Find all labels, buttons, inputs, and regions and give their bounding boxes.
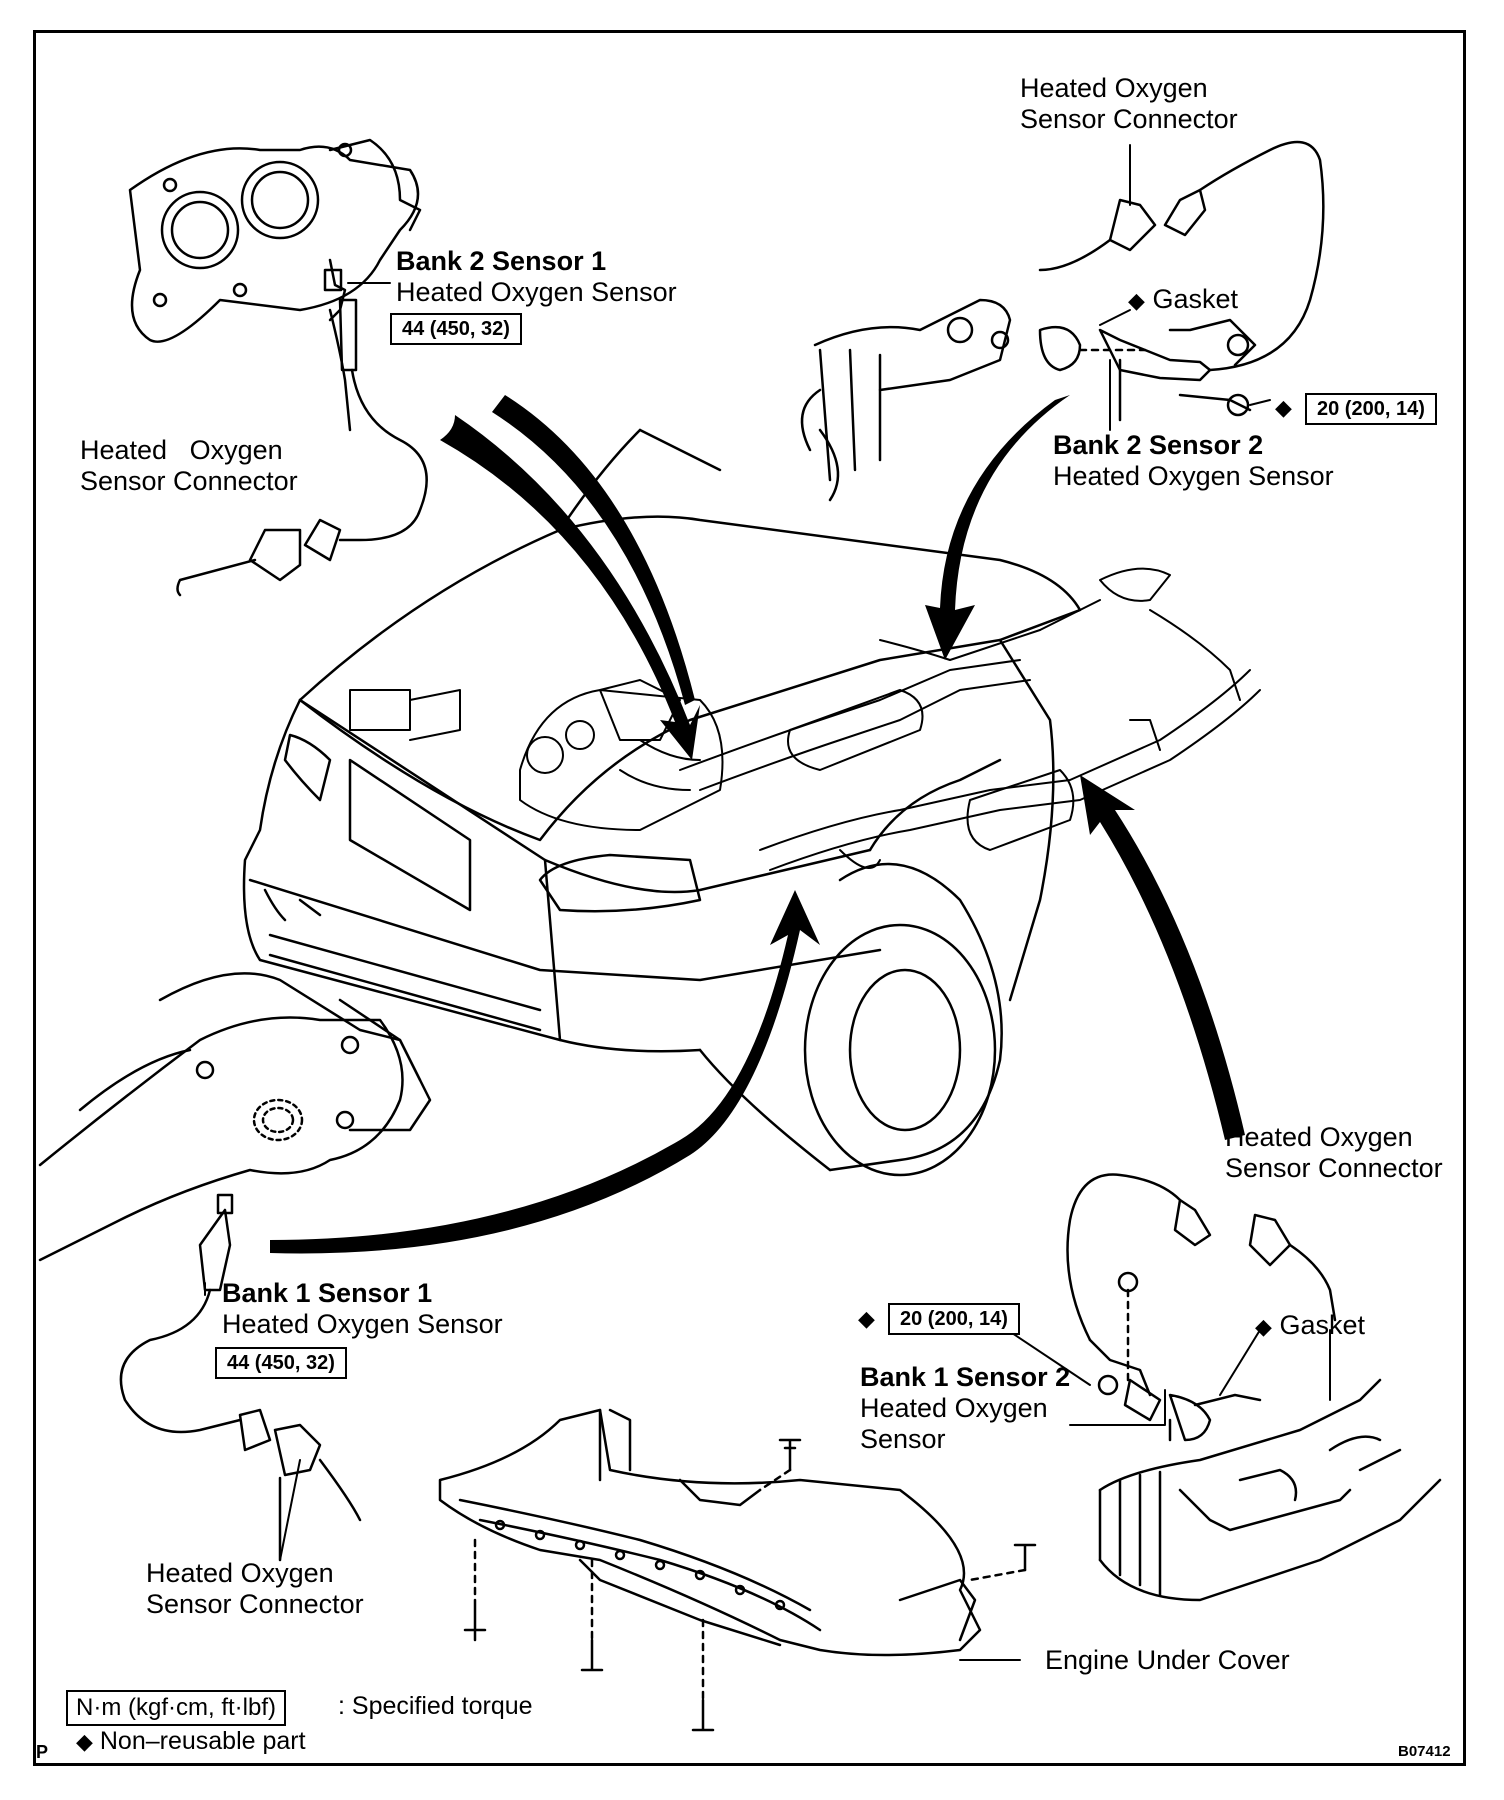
connector-bottom-line2: Sensor Connector	[146, 1589, 364, 1619]
bank1-sensor1-detail	[38, 972, 432, 1562]
legend-torque-unit: N·m (kgf·cm, ft·lbf)	[66, 1690, 286, 1726]
diamond-icon: ◆	[1275, 395, 1292, 420]
bank1-sensor2-title: Bank 1 Sensor 2	[860, 1362, 1071, 1392]
label-gasket-top: ◆ Gasket	[1128, 284, 1238, 316]
label-connector-top-right: Heated Oxygen Sensor Connector	[1020, 73, 1238, 135]
figure-code: B07412	[1398, 1743, 1451, 1760]
pointer-arrows	[270, 395, 1245, 1254]
torque-box-bank1-sensor2: 20 (200, 14)	[888, 1303, 1020, 1335]
bank2-sensor1-title: Bank 2 Sensor 1	[396, 246, 607, 276]
label-bank2-sensor2: Bank 2 Sensor 2 Heated Oxygen Sensor	[1053, 430, 1334, 492]
legend-nonreusable-text: Non–reusable part	[99, 1727, 306, 1755]
bank1-sensor1-title: Bank 1 Sensor 1	[222, 1278, 433, 1308]
label-gasket-bottom: ◆ Gasket	[1255, 1310, 1365, 1342]
label-bank2-sensor1: Bank 2 Sensor 1 Heated Oxygen Sensor	[396, 246, 677, 308]
label-connector-right: Heated Oxygen Sensor Connector	[1225, 1122, 1443, 1184]
gasket-bottom-text: Gasket	[1279, 1310, 1365, 1340]
engine-under-cover-sketch	[438, 1408, 1037, 1732]
legend-torque-desc: : Specified torque	[338, 1692, 533, 1720]
label-bank1-sensor1: Bank 1 Sensor 1 Heated Oxygen Sensor	[222, 1278, 503, 1340]
connector-top-right-line1: Heated Oxygen	[1020, 73, 1208, 103]
label-bank1-sensor2: Bank 1 Sensor 2 Heated Oxygen Sensor	[860, 1362, 1070, 1455]
connector-left-line1: Heated Oxygen	[80, 435, 283, 465]
bank2-sensor1-detail	[128, 138, 428, 597]
connector-top-right-line2: Sensor Connector	[1020, 104, 1238, 134]
bank1-sensor2-detail	[1066, 1173, 1442, 1602]
bank1-sensor2-desc-line1: Heated Oxygen	[860, 1393, 1048, 1423]
bank2-sensor2-desc: Heated Oxygen Sensor	[1053, 461, 1334, 491]
diamond-icon: ◆	[1255, 1314, 1272, 1339]
vehicle-outline	[242, 428, 1082, 1177]
label-connector-bottom: Heated Oxygen Sensor Connector	[146, 1558, 364, 1620]
label-connector-left: Heated Oxygen Sensor Connector	[80, 435, 298, 497]
torque-box-bank2-sensor1: 44 (450, 32)	[390, 313, 522, 345]
connector-left-line2: Sensor Connector	[80, 466, 298, 496]
label-engine-under-cover: Engine Under Cover	[1045, 1645, 1290, 1675]
diamond-icon: ◆	[858, 1306, 875, 1331]
bank2-sensor2-detail	[800, 140, 1325, 502]
corner-letter: P	[36, 1742, 49, 1762]
bank1-sensor1-desc: Heated Oxygen Sensor	[222, 1309, 503, 1339]
leader-lines	[204, 144, 1331, 1661]
connector-bottom-line1: Heated Oxygen	[146, 1558, 334, 1588]
torque-box-bank1-sensor1: 44 (450, 32)	[215, 1347, 347, 1379]
bank2-sensor2-title: Bank 2 Sensor 2	[1053, 430, 1264, 460]
bank1-sensor2-desc-line2: Sensor	[860, 1424, 946, 1454]
diagram-frame	[33, 30, 1466, 1766]
gasket-top-text: Gasket	[1152, 284, 1238, 314]
torque-box-bank2-sensor2: 20 (200, 14)	[1305, 393, 1437, 425]
diamond-icon: ◆	[76, 1729, 93, 1754]
bank2-sensor1-desc: Heated Oxygen Sensor	[396, 277, 677, 307]
diamond-icon: ◆	[1128, 288, 1145, 313]
connector-right-line2: Sensor Connector	[1225, 1153, 1443, 1183]
legend-nonreusable: ◆ Non–reusable part	[76, 1727, 306, 1756]
connector-right-line1: Heated Oxygen	[1225, 1122, 1413, 1152]
